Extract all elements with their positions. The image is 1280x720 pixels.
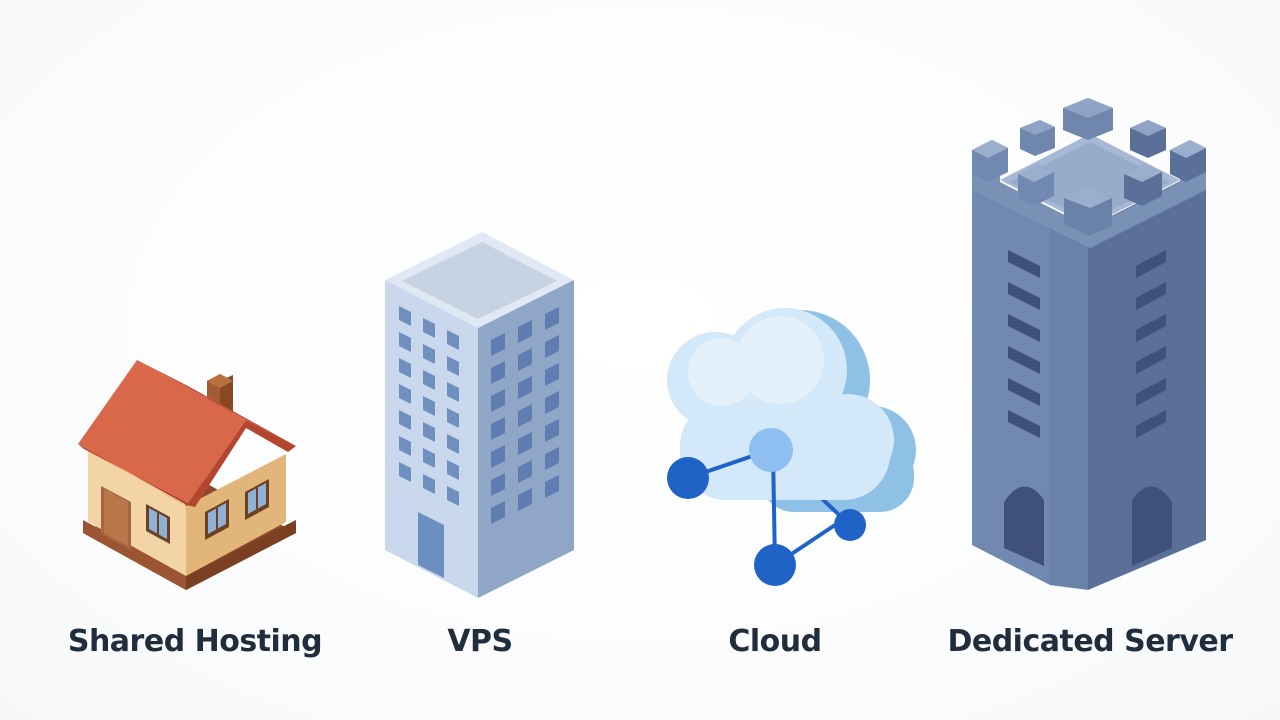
castle-tower-icon bbox=[972, 98, 1206, 590]
label-vps: VPS bbox=[447, 624, 513, 659]
office-building-icon bbox=[385, 232, 574, 598]
label-dedicated-server: Dedicated Server bbox=[947, 624, 1233, 659]
house-icon bbox=[78, 360, 296, 590]
cloud-network-icon bbox=[667, 308, 916, 586]
label-cloud: Cloud bbox=[728, 624, 822, 659]
label-shared-hosting: Shared Hosting bbox=[67, 624, 323, 659]
